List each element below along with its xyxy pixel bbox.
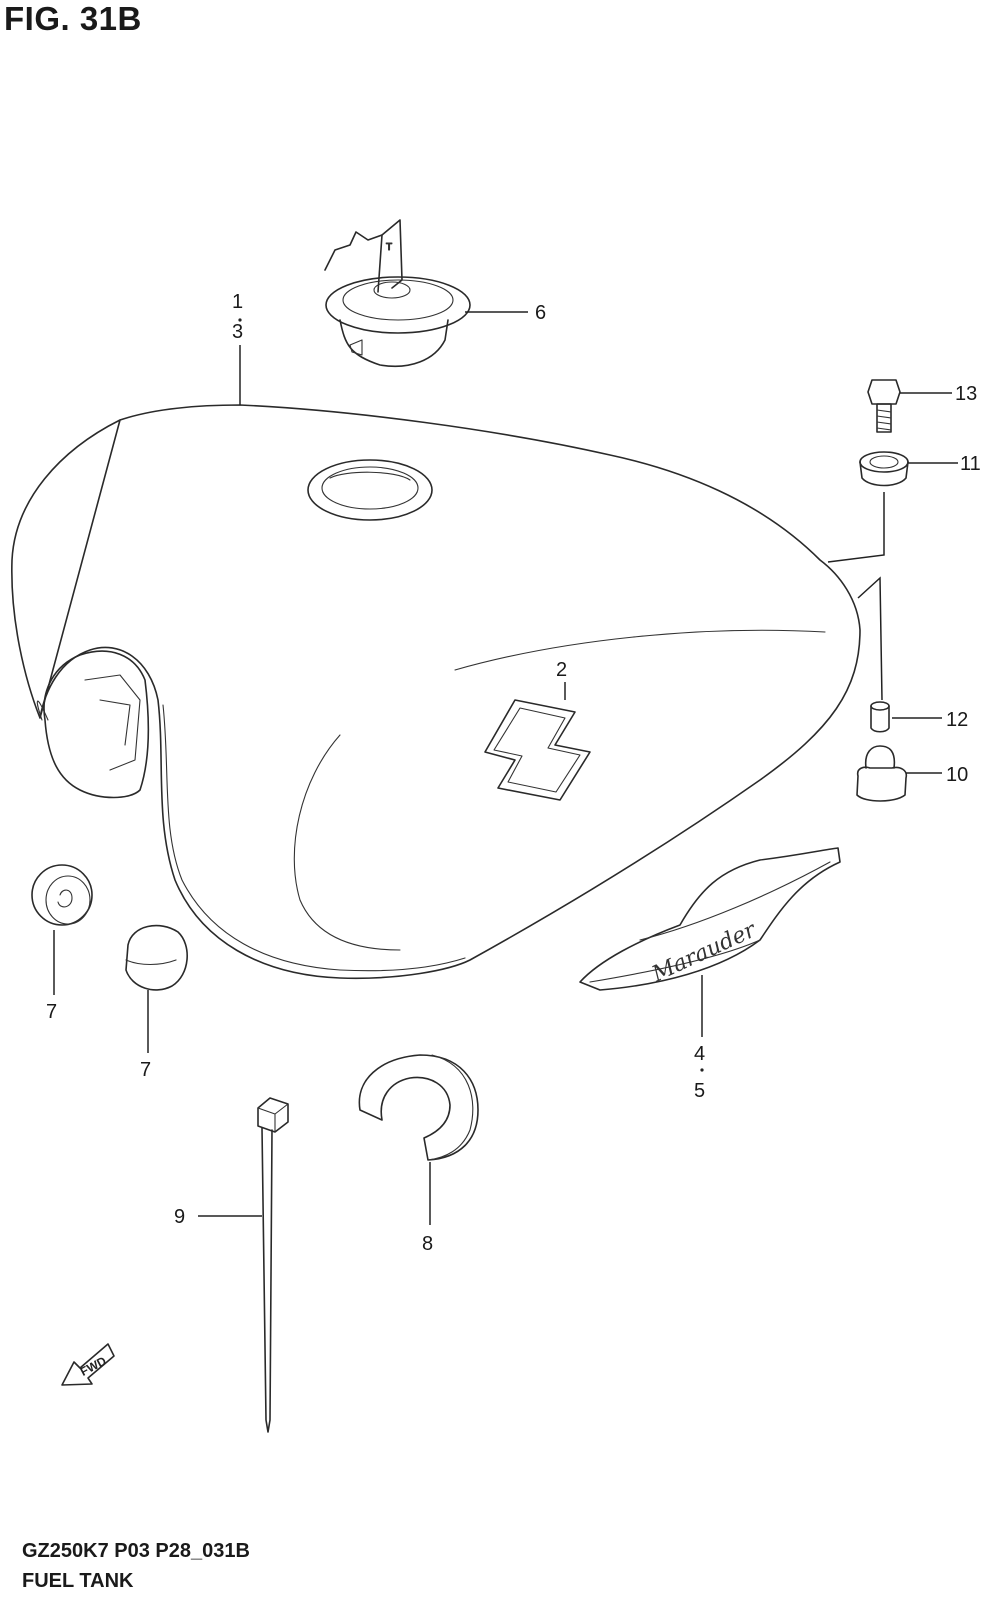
clamp-part[interactable] [358,1054,479,1161]
filler-neck-opening [307,459,433,521]
svg-text:T: T [386,242,392,253]
callout-4: 4 [694,1043,705,1065]
cushion-7-left-part[interactable] [31,864,93,926]
callout-7b: 7 [140,1059,151,1081]
model-code: GZ250K7 P03 P28_031B [22,1540,250,1562]
callout-2: 2 [556,659,567,681]
grommet-part[interactable] [859,451,909,487]
emblem-script-text: Marauder [648,917,761,988]
callout-1: 1 [232,291,243,313]
forward-direction-arrow: FWD [61,1343,115,1386]
marauder-emblem-part[interactable]: Marauder [579,847,841,991]
cushion-part[interactable] [856,745,908,802]
leader-line-12-mount [857,576,883,701]
callout-3: 3 [232,321,243,343]
callout-10: 10 [946,764,968,786]
cable-tie-part[interactable] [257,1097,289,1433]
leader-line-11-mount [827,492,885,563]
callout-13: 13 [955,383,977,405]
fuel-cap-part[interactable]: T [324,219,471,367]
bolt-part[interactable] [867,379,901,433]
callout-6: 6 [535,302,546,324]
cushion-7-right-part[interactable] [125,924,188,991]
tank-left-recess [43,650,150,799]
callout-12: 12 [946,709,968,731]
callout-7a: 7 [46,1001,57,1023]
fuel-tank-part[interactable] [11,404,861,980]
callout-11: 11 [960,453,981,475]
fwd-label: FWD [78,1354,109,1379]
callout-5: 5 [694,1080,705,1102]
section-name: FUEL TANK [22,1570,134,1592]
callout-9: 9 [174,1206,185,1228]
collar-part[interactable] [870,701,890,733]
figure-title: FIG. 31B [4,0,142,37]
callout-8: 8 [422,1233,433,1255]
suzuki-emblem-part[interactable] [484,699,591,801]
